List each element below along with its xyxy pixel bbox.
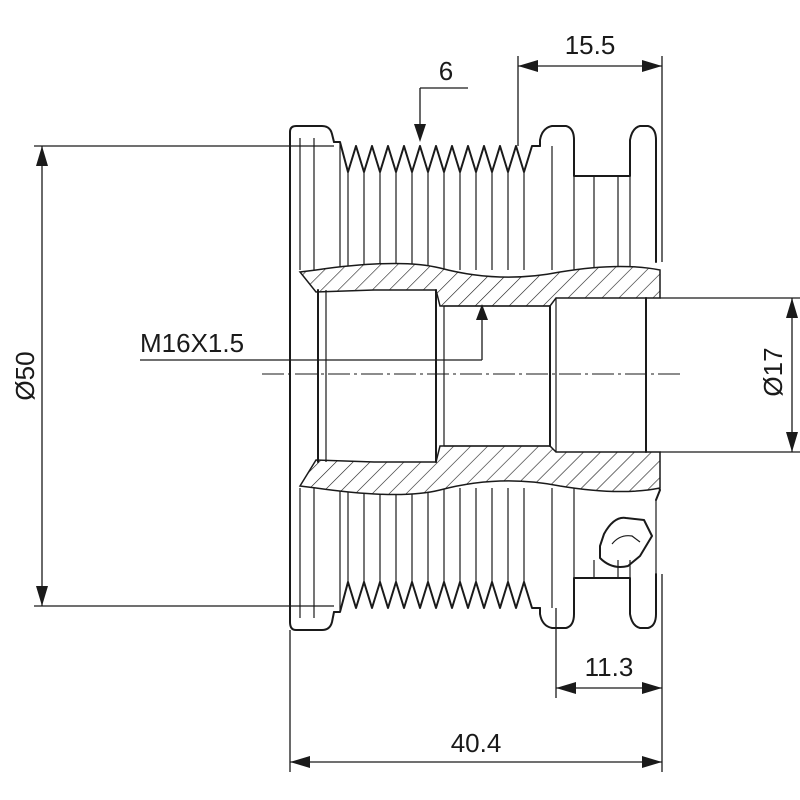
dimension-outer-diameter: Ø50: [10, 145, 334, 607]
dimension-overall-length: 40.4: [289, 630, 663, 772]
bottom-width-label: 11.3: [585, 652, 634, 682]
dimension-bore-diameter: Ø17: [660, 297, 800, 453]
dimension-bottom-width: 11.3: [555, 574, 663, 698]
pulley-body: [289, 125, 661, 631]
bore-diameter-label: Ø17: [758, 347, 788, 396]
dimension-top-width: 15.5: [517, 30, 663, 262]
overall-length-label: 40.4: [451, 728, 502, 758]
top-width-label: 15.5: [565, 30, 616, 60]
groove-count-label: 6: [439, 56, 453, 86]
thread-label: M16X1.5: [140, 328, 244, 358]
section-hatching: [298, 262, 661, 496]
outer-diameter-label: Ø50: [10, 351, 40, 400]
dimension-groove-count: 6: [414, 56, 468, 142]
bore-interior: [317, 289, 647, 463]
dimension-thread: M16X1.5: [140, 304, 488, 361]
